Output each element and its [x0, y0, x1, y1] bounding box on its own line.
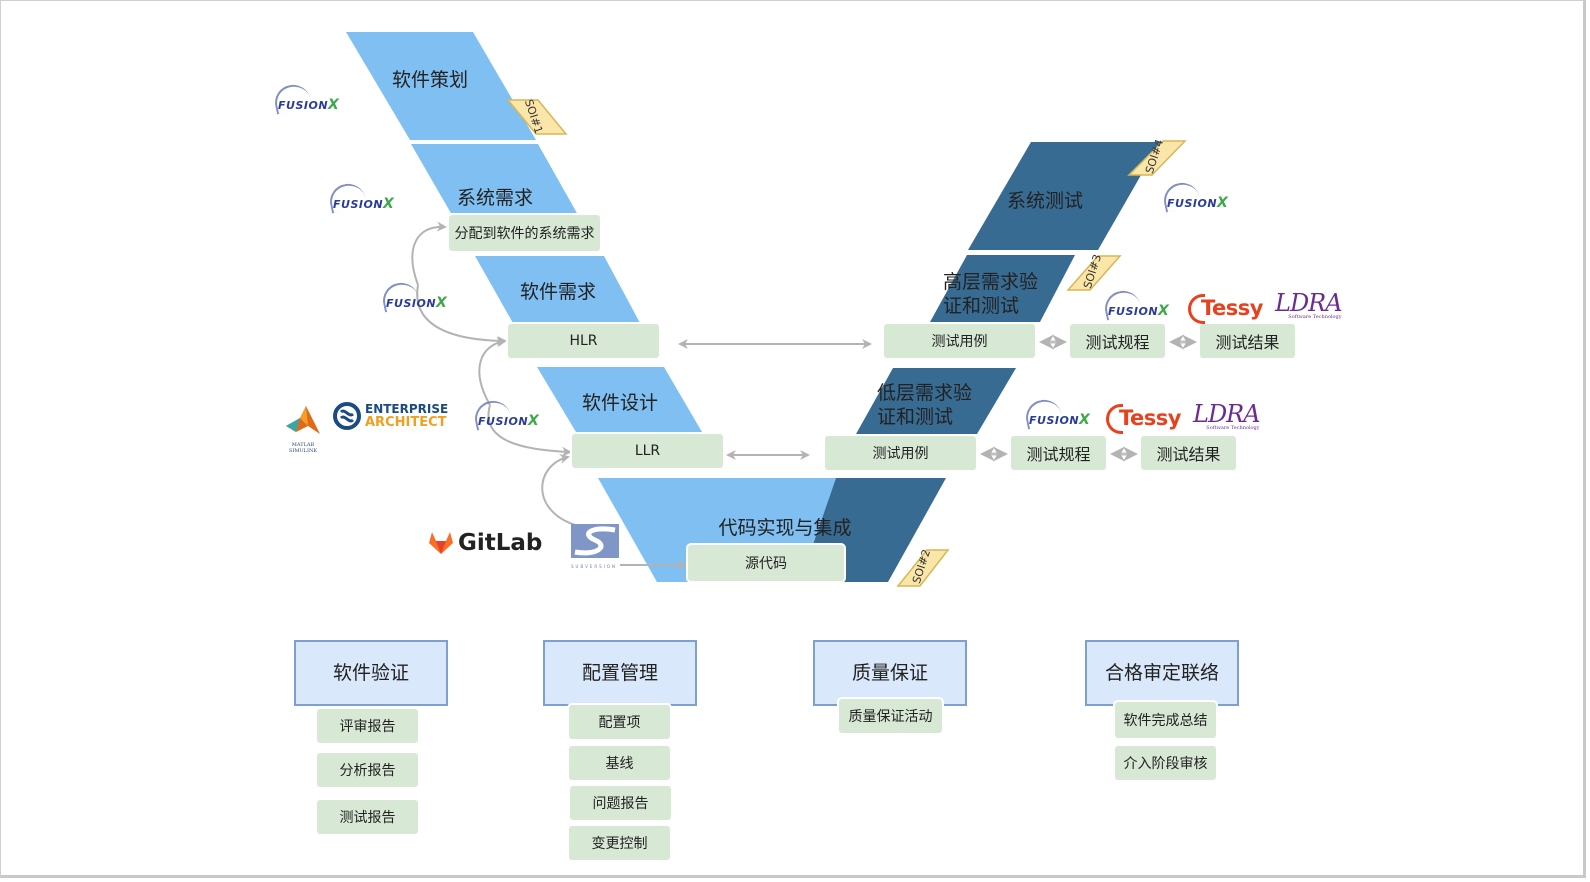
process-verification-box[interactable]: 软件验证: [294, 640, 448, 706]
fusionx-logo-system-test: FUSIONX: [1160, 179, 1228, 213]
subversion-s-icon: [571, 524, 619, 558]
tessy-logo-hlr: Tessy: [1188, 294, 1263, 324]
matlab-logo: MATLAB SIMULINK: [282, 404, 324, 454]
llr-test-results-box[interactable]: 测试结果: [1139, 434, 1238, 472]
fusionx-logo-system-req: FUSIONX: [326, 180, 394, 214]
llr-test-cases-box[interactable]: 测试用例: [823, 434, 978, 472]
planning-stage-shape[interactable]: [346, 32, 536, 140]
matlab-membrane-icon: [286, 406, 320, 434]
llr-box[interactable]: LLR: [570, 432, 725, 470]
planning-label: 软件策划: [391, 69, 468, 91]
process-certification-liaison-box[interactable]: 合格审定联络: [1085, 640, 1239, 706]
trace-arrow-3: [478, 337, 507, 406]
soi3-tag-shape: [1066, 255, 1122, 291]
hlr-verification-label-line2: 证和测试: [942, 295, 1019, 317]
hlr-verification-stage-shape[interactable]: [930, 255, 1075, 322]
trace-arrow-1: [411, 221, 447, 286]
trace-arrow-5: [541, 454, 576, 526]
software-requirements-stage-shape[interactable]: [475, 256, 640, 323]
fusionx-logo-hlr-test: FUSIONX: [1101, 287, 1169, 321]
hlr-test-procedures-box[interactable]: 测试规程: [1068, 322, 1167, 360]
system-test-stage-shape[interactable]: [968, 142, 1160, 250]
verification-item-analysis[interactable]: 分析报告: [315, 751, 420, 789]
software-design-stage-shape[interactable]: [537, 367, 702, 432]
config-item-change-control[interactable]: 变更控制: [567, 824, 672, 862]
soi4-tag-shape: [1127, 140, 1187, 176]
qa-item-activities[interactable]: 质量保证活动: [837, 697, 944, 735]
source-code-box[interactable]: 源代码: [686, 543, 846, 583]
tessy-logo-llr: Tessy: [1106, 404, 1181, 434]
gitlab-fox-icon: [429, 532, 453, 554]
llr-verification-label-line2: 证和测试: [876, 406, 953, 428]
fusionx-logo-design: FUSIONX: [471, 397, 539, 431]
fusionx-logo-software-req: FUSIONX: [379, 279, 447, 313]
llr-test-procedures-box[interactable]: 测试规程: [1009, 434, 1108, 472]
llr-verification-label-line1: 低层需求验: [876, 382, 972, 404]
subversion-logo: SUBVERSION: [571, 524, 619, 569]
config-item-problem-reports[interactable]: 问题报告: [568, 784, 673, 822]
soi2-tag-shape: [896, 549, 950, 587]
config-item-configuration-items[interactable]: 配置项: [567, 703, 672, 741]
hlr-test-cases-box[interactable]: 测试用例: [882, 322, 1037, 360]
soi1-tag-shape: [506, 99, 568, 135]
llr-verification-stage-shape[interactable]: [856, 368, 1016, 434]
software-design-label: 软件设计: [581, 392, 658, 414]
system-test-label: 系统测试: [1006, 190, 1083, 212]
process-quality-assurance-box[interactable]: 质量保证: [813, 640, 967, 706]
hlr-verification-label-line1: 高层需求验: [942, 271, 1038, 293]
software-requirements-label: 软件需求: [519, 281, 596, 303]
tessy-arc-icon: [1106, 404, 1123, 434]
config-item-baseline[interactable]: 基线: [567, 744, 672, 782]
verification-item-test[interactable]: 测试报告: [315, 798, 420, 836]
gitlab-logo: GitLab: [428, 530, 542, 556]
enterprise-architect-icon: [333, 402, 361, 430]
verification-item-review[interactable]: 评审报告: [315, 707, 420, 745]
fusionx-logo-llr-test: FUSIONX: [1022, 396, 1090, 430]
code-integration-label: 代码实现与集成: [718, 517, 852, 539]
enterprise-architect-logo: ENTERPRISE ARCHITECT: [333, 402, 448, 430]
trace-arrow-2: [416, 284, 507, 346]
trace-arrow-4: [487, 404, 572, 457]
hlr-test-results-box[interactable]: 测试结果: [1198, 322, 1297, 360]
allocated-requirements-box[interactable]: 分配到软件的系统需求: [447, 213, 602, 253]
system-requirements-stage-shape[interactable]: [411, 144, 578, 215]
tessy-arc-icon: [1188, 294, 1205, 324]
system-requirements-label: 系统需求: [456, 187, 533, 209]
process-config-management-box[interactable]: 配置管理: [543, 640, 697, 706]
hlr-box[interactable]: HLR: [506, 322, 661, 360]
liaison-item-accomplishment-summary[interactable]: 软件完成总结: [1113, 700, 1218, 740]
fusionx-logo-planning: FUSIONX: [271, 81, 339, 115]
liaison-item-soi-audit[interactable]: 介入阶段审核: [1113, 744, 1218, 782]
